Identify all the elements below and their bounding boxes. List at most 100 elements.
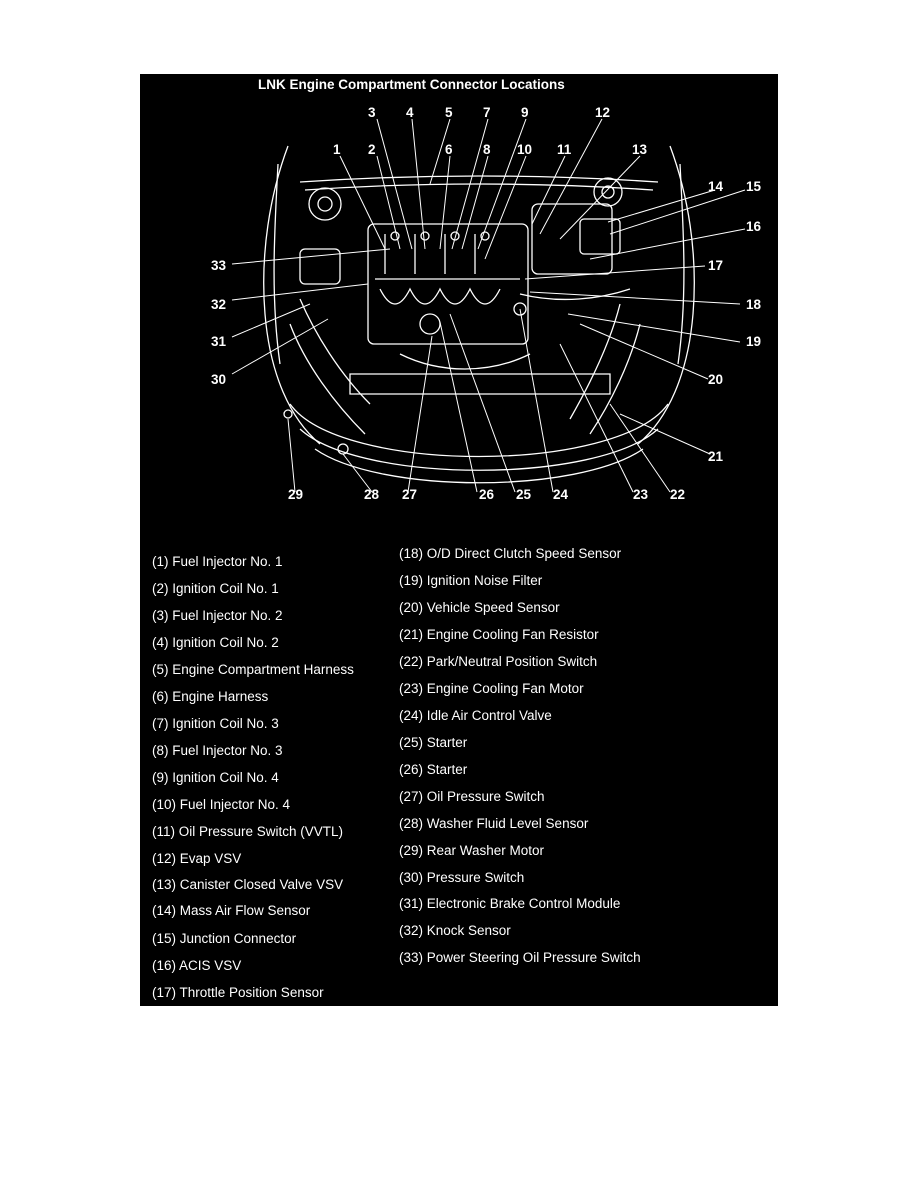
callout-14: 14 bbox=[708, 179, 724, 194]
callout-4: 4 bbox=[406, 105, 414, 120]
callout-18: 18 bbox=[746, 297, 762, 312]
leader-3 bbox=[376, 118, 413, 250]
callout-10: 10 bbox=[517, 142, 532, 157]
callout-1: 1 bbox=[333, 142, 341, 157]
leader-17 bbox=[524, 265, 706, 280]
leader-8 bbox=[461, 155, 489, 250]
callout-17: 17 bbox=[708, 258, 723, 273]
coil-2 bbox=[420, 231, 430, 241]
bumper-curve-3 bbox=[314, 448, 644, 484]
callout-numbers: 1 2 3 4 5 6 7 8 9 10 11 12 13 14 15 16 1… bbox=[211, 105, 762, 502]
engine-drawing bbox=[263, 145, 695, 484]
leader-4 bbox=[411, 118, 426, 250]
callout-7: 7 bbox=[483, 105, 491, 120]
leader-31 bbox=[231, 303, 311, 338]
callout-28: 28 bbox=[364, 487, 380, 502]
callout-23: 23 bbox=[633, 487, 649, 502]
coil-4 bbox=[480, 231, 490, 241]
reservoir bbox=[299, 248, 341, 285]
washer-motor-marker bbox=[283, 409, 293, 419]
legend-item: (26) Starter bbox=[399, 762, 468, 777]
callout-8: 8 bbox=[483, 142, 491, 157]
leader-1 bbox=[339, 155, 386, 250]
callout-26: 26 bbox=[479, 487, 495, 502]
legend-item: (15) Junction Connector bbox=[152, 931, 297, 946]
callout-20: 20 bbox=[708, 372, 723, 387]
leader-6 bbox=[439, 155, 451, 250]
callout-30: 30 bbox=[211, 372, 226, 387]
leader-13 bbox=[559, 155, 641, 240]
bumper-curve-2 bbox=[299, 428, 659, 471]
legend-item: (27) Oil Pressure Switch bbox=[399, 789, 545, 804]
intake-duct bbox=[519, 288, 631, 301]
left-harness bbox=[299, 298, 371, 405]
engine-block bbox=[367, 223, 529, 345]
leader-18 bbox=[529, 291, 741, 305]
legend-item: (19) Ignition Noise Filter bbox=[399, 573, 543, 588]
diagram-title: LNK Engine Compartment Connector Locatio… bbox=[258, 77, 565, 92]
legend-item: (12) Evap VSV bbox=[152, 851, 242, 866]
legend-item: (33) Power Steering Oil Pressure Switch bbox=[399, 950, 641, 965]
leader-10 bbox=[484, 155, 527, 260]
starter-body bbox=[419, 313, 441, 335]
leader-26 bbox=[439, 321, 478, 493]
air-cleaner bbox=[531, 203, 613, 275]
legend-item: (5) Engine Compartment Harness bbox=[152, 662, 354, 677]
right-outer-line bbox=[677, 163, 685, 365]
leader-2 bbox=[376, 155, 401, 250]
cowl-line-2 bbox=[304, 183, 654, 191]
callout-11: 11 bbox=[557, 142, 572, 157]
callout-21: 21 bbox=[708, 449, 724, 464]
legend-item: (9) Ignition Coil No. 4 bbox=[152, 770, 279, 785]
leader-33 bbox=[231, 248, 391, 265]
legend-item: (6) Engine Harness bbox=[152, 689, 269, 704]
callout-19: 19 bbox=[746, 334, 761, 349]
leader-15 bbox=[609, 189, 746, 235]
callout-15: 15 bbox=[746, 179, 762, 194]
legend-item: (21) Engine Cooling Fan Resistor bbox=[399, 627, 599, 642]
legend-item: (8) Fuel Injector No. 3 bbox=[152, 743, 283, 758]
diagram-panel: 1 2 3 4 5 6 7 8 9 10 11 12 13 14 15 16 1… bbox=[140, 74, 778, 1006]
legend-item: (30) Pressure Switch bbox=[399, 870, 525, 885]
left-harness-2 bbox=[289, 323, 366, 435]
legend-item: (14) Mass Air Flow Sensor bbox=[152, 903, 311, 918]
leader-9 bbox=[477, 118, 527, 250]
legend-item: (3) Fuel Injector No. 2 bbox=[152, 608, 283, 623]
callout-31: 31 bbox=[211, 334, 227, 349]
callout-33: 33 bbox=[211, 258, 227, 273]
leader-5 bbox=[429, 118, 451, 185]
callout-9: 9 bbox=[521, 105, 529, 120]
leader-16 bbox=[589, 228, 746, 260]
legend-item: (31) Electronic Brake Control Module bbox=[399, 896, 621, 911]
intake-runners bbox=[379, 287, 501, 305]
callout-2: 2 bbox=[368, 142, 376, 157]
right-harness bbox=[569, 303, 621, 420]
leader-25 bbox=[449, 313, 516, 493]
leader-7 bbox=[451, 118, 489, 250]
leader-19 bbox=[567, 313, 741, 343]
callout-13: 13 bbox=[632, 142, 648, 157]
legend-item: (11) Oil Pressure Switch (VVTL) bbox=[152, 824, 344, 839]
left-outer-line bbox=[273, 163, 281, 365]
legend-item: (18) O/D Direct Clutch Speed Sensor bbox=[399, 546, 622, 561]
callout-24: 24 bbox=[553, 487, 569, 502]
callout-3: 3 bbox=[368, 105, 376, 120]
leader-23 bbox=[559, 343, 634, 493]
legend-item: (25) Starter bbox=[399, 735, 468, 750]
leader-11 bbox=[531, 155, 566, 225]
right-strut-tower bbox=[593, 177, 623, 207]
callout-12: 12 bbox=[595, 105, 610, 120]
callout-6: 6 bbox=[445, 142, 453, 157]
leader-28 bbox=[342, 453, 373, 493]
oil-pan-line bbox=[399, 353, 531, 370]
engine-compartment-illustration: 1 2 3 4 5 6 7 8 9 10 11 12 13 14 15 16 1… bbox=[211, 105, 762, 502]
legend-item: (16) ACIS VSV bbox=[152, 958, 242, 973]
callout-29: 29 bbox=[288, 487, 303, 502]
cowl-line bbox=[299, 175, 659, 183]
callout-27: 27 bbox=[402, 487, 417, 502]
legend-item: (29) Rear Washer Motor bbox=[399, 843, 545, 858]
legend-item: (7) Ignition Coil No. 3 bbox=[152, 716, 279, 731]
leader-32 bbox=[231, 283, 369, 301]
right-strut-center bbox=[601, 185, 615, 199]
iac-valve bbox=[513, 302, 527, 316]
